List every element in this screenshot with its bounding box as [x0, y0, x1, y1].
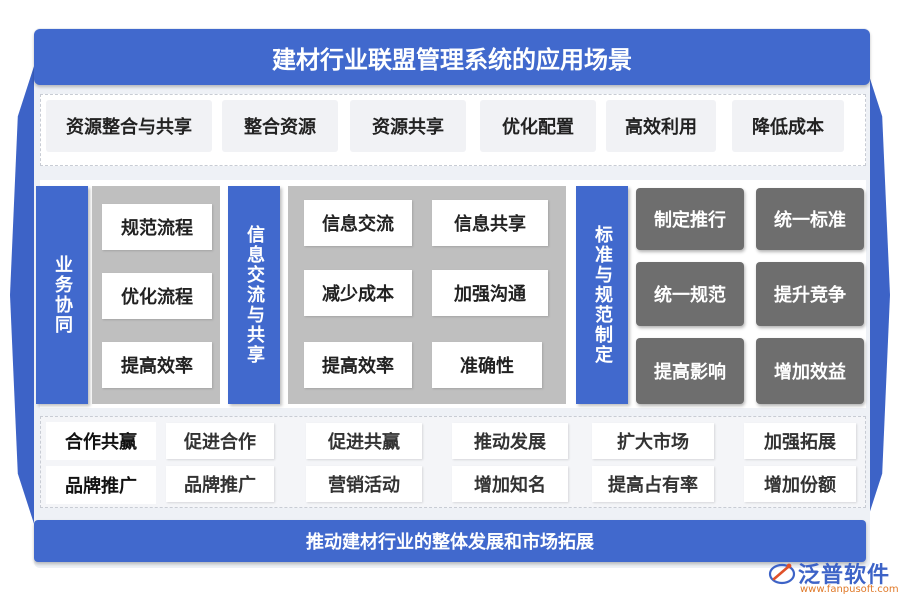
- section-a-item: 优化流程: [102, 273, 212, 319]
- bottom-summary-bar: 推动建材行业的整体发展和市场拓展: [34, 520, 866, 562]
- logo-name: 泛普软件: [798, 563, 891, 588]
- section-c-item: 统一规范: [636, 262, 744, 326]
- section-b-label: 信息交流与共享: [228, 186, 280, 404]
- left-chevron-decoration: [10, 60, 36, 530]
- row1-item: 优化配置: [480, 100, 596, 152]
- section-b-item: 减少成本: [304, 270, 412, 316]
- section-b-item: 信息交流: [304, 200, 412, 246]
- section-b-item: 加强沟通: [432, 270, 548, 316]
- section-b-item: 提高效率: [304, 342, 412, 388]
- section-c-label: 标准与规范制定: [576, 186, 628, 404]
- row3-item: 加强拓展: [744, 423, 856, 459]
- row3-label: 合作共赢: [46, 422, 156, 460]
- row3-item: 营销活动: [306, 466, 422, 502]
- section-c-item: 提升竞争: [756, 262, 864, 326]
- section-a-label: 业务协同: [36, 186, 88, 404]
- fanpu-logo-icon: [768, 563, 796, 585]
- row3-item: 扩大市场: [592, 423, 714, 459]
- section-b-item: 信息共享: [432, 200, 548, 246]
- row1-item: 整合资源: [222, 100, 338, 152]
- row3-item: 品牌推广: [166, 466, 274, 502]
- brand-logo: 泛普软件 www.fanpusoft.com: [768, 555, 899, 597]
- logo-url: www.fanpusoft.com: [800, 584, 899, 595]
- section-c-item: 提高影响: [636, 338, 744, 404]
- diagram-title: 建材行业联盟管理系统的应用场景: [34, 29, 870, 85]
- row3-item: 促进合作: [166, 423, 274, 459]
- row1-item: 资源共享: [350, 100, 466, 152]
- section-c-item: 统一标准: [756, 188, 864, 250]
- row3-item: 提高占有率: [592, 466, 714, 502]
- section-a-item: 规范流程: [102, 204, 212, 250]
- row3-item: 促进共赢: [306, 423, 422, 459]
- row3-item: 推动发展: [452, 423, 568, 459]
- row3-item: 增加份额: [744, 466, 856, 502]
- section-b-item: 准确性: [432, 342, 542, 388]
- row1-item: 高效利用: [606, 100, 716, 152]
- section-c-item: 制定推行: [636, 188, 744, 250]
- section-a-item: 提高效率: [102, 342, 212, 388]
- row1-item: 资源整合与共享: [46, 100, 212, 152]
- row1-item: 降低成本: [732, 100, 844, 152]
- section-c-item: 增加效益: [756, 338, 864, 404]
- row3-label: 品牌推广: [46, 466, 156, 504]
- row3-item: 增加知名: [452, 466, 568, 502]
